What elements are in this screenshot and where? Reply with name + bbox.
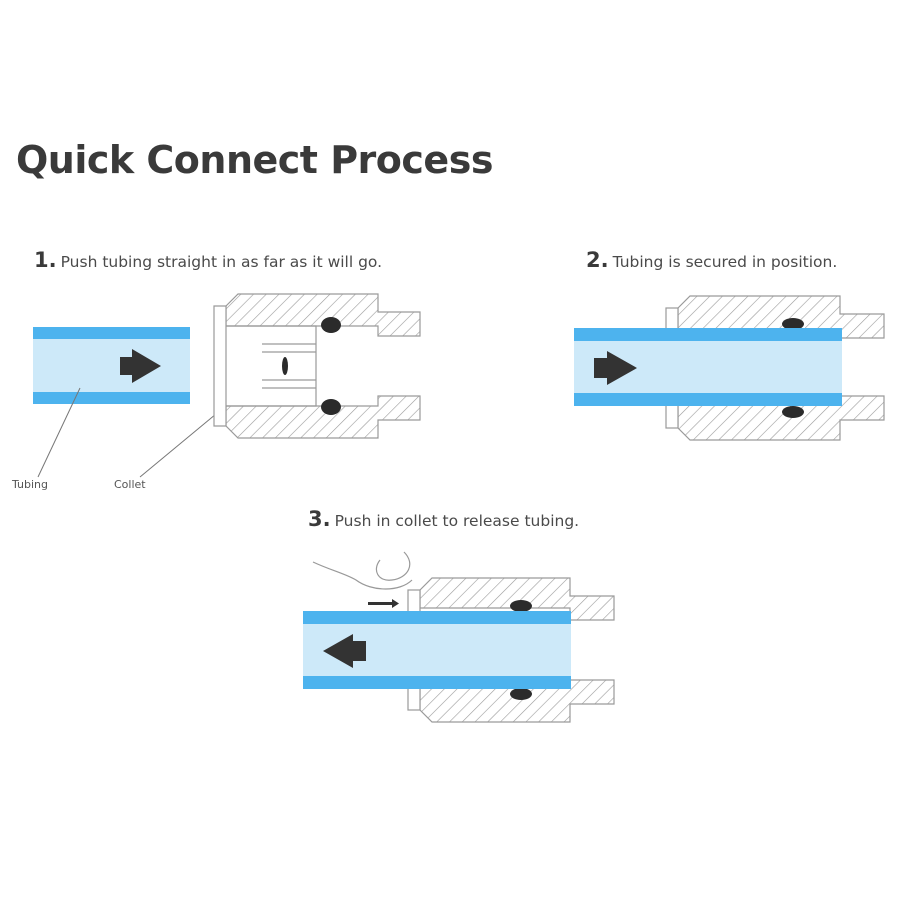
lower-o-ring [782,406,804,418]
step-3-number: 3. [308,507,331,531]
lower-o-ring [321,399,341,415]
step-2-caption: 2.Tubing is secured in position. [586,248,837,272]
upper-o-ring [510,600,532,612]
diagram-title: Quick Connect Process [16,138,493,182]
finger-icon [312,551,413,590]
push-right-arrow-icon [120,349,161,383]
step-1-fitting-body [213,293,421,439]
step-2-diagram [574,295,885,441]
step-1-text: Push tubing straight in as far as it wil… [60,253,383,271]
tubing-leader-line [37,387,81,478]
step-2-number: 2. [586,248,609,272]
collet-teeth [282,357,288,375]
upper-o-ring [321,317,341,333]
upper-o-ring [782,318,804,330]
step-3-caption: 3.Push in collet to release tubing. [308,507,579,531]
push-collet-arrow-icon [368,599,399,608]
collet-label: Collet [114,478,146,491]
step-1-number: 1. [34,248,57,272]
step-1-diagram [33,293,421,478]
step-2-tubing [574,328,842,406]
step-1-caption: 1.Push tubing straight in as far as it w… [34,248,382,272]
lower-o-ring [510,688,532,700]
step-3-diagram [303,551,615,723]
step-3-text: Push in collet to release tubing. [334,512,580,530]
step-2-text: Tubing is secured in position. [612,253,838,271]
collet-leader-line [139,413,217,478]
step-1-tubing [33,327,190,404]
tubing-label: Tubing [12,478,49,491]
push-right-arrow-icon [594,351,637,385]
release-left-arrow-icon [323,634,366,668]
step-2-fitting-body [665,295,885,441]
